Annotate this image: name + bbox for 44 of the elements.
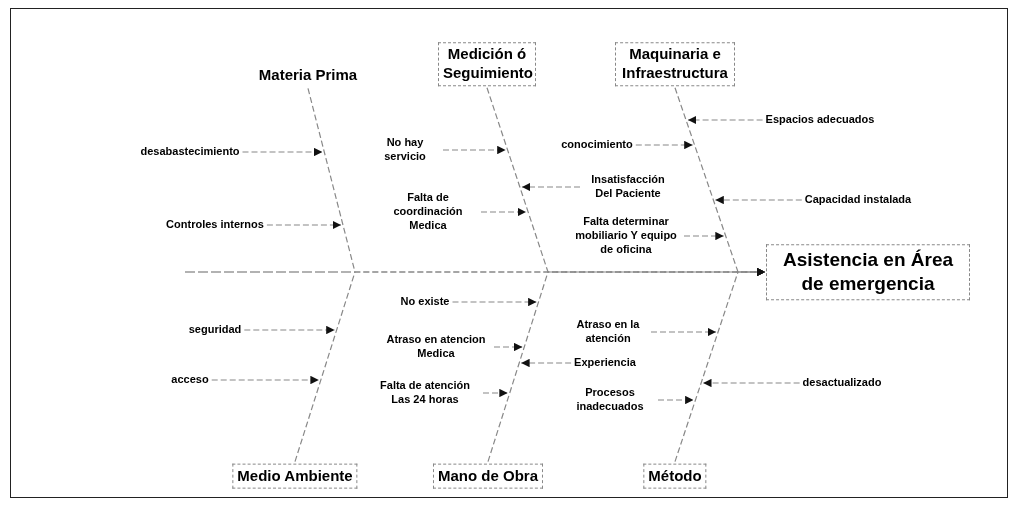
category-box: Maquinaria e Infraestructura xyxy=(615,42,735,86)
arrow xyxy=(687,115,764,125)
category-box: Mano de Obra xyxy=(433,463,543,489)
category-box: Medio Ambiente xyxy=(232,463,358,489)
arrow xyxy=(521,182,581,192)
arrow xyxy=(520,358,572,368)
category-box: Método xyxy=(643,463,707,489)
arrow xyxy=(650,327,717,337)
cause-label: desactualizado xyxy=(802,376,882,390)
arrow xyxy=(266,220,342,230)
cause-label: Experiencia xyxy=(574,356,636,370)
cause-label: Atraso en atencion Medica xyxy=(381,333,491,361)
arrow xyxy=(243,325,336,335)
category-label: Materia Prima xyxy=(254,63,362,87)
arrow xyxy=(442,145,507,155)
arrow xyxy=(480,207,527,217)
arrow xyxy=(451,297,538,307)
arrow xyxy=(702,378,801,388)
bone-arrow xyxy=(674,267,766,463)
cause-label: Falta de coordinación Medica xyxy=(378,191,478,233)
arrow xyxy=(683,231,725,241)
arrow xyxy=(714,195,803,205)
cause-label: Atraso en la atención xyxy=(568,318,648,346)
cause-label: Procesos inadecuados xyxy=(565,386,655,414)
cause-label: seguridad xyxy=(188,323,242,337)
cause-label: Capacidad instalada xyxy=(804,193,912,207)
cause-label: No existe xyxy=(400,295,450,309)
cause-label: Falta de atención Las 24 horas xyxy=(370,379,480,407)
cause-label: Controles internos xyxy=(166,218,264,232)
arrow xyxy=(211,375,320,385)
cause-label: Insatisfacción Del Paciente xyxy=(583,173,673,201)
cause-label: conocimiento xyxy=(561,138,633,152)
cause-label: No hay servicio xyxy=(370,136,440,164)
arrow xyxy=(493,342,523,352)
arrow xyxy=(635,140,694,150)
cause-label: acceso xyxy=(171,373,209,387)
category-box: Medición ó Seguimiento xyxy=(438,42,536,86)
arrow xyxy=(657,395,695,405)
arrow xyxy=(241,147,323,157)
cause-label: desabastecimiento xyxy=(140,145,240,159)
cause-label: Falta determinar mobiliario Y equipo de oficina xyxy=(571,215,681,257)
arrow xyxy=(482,388,509,398)
effect-box: Asistencia en Área de emergencia xyxy=(766,244,970,300)
cause-label: Espacios adecuados xyxy=(765,113,875,127)
